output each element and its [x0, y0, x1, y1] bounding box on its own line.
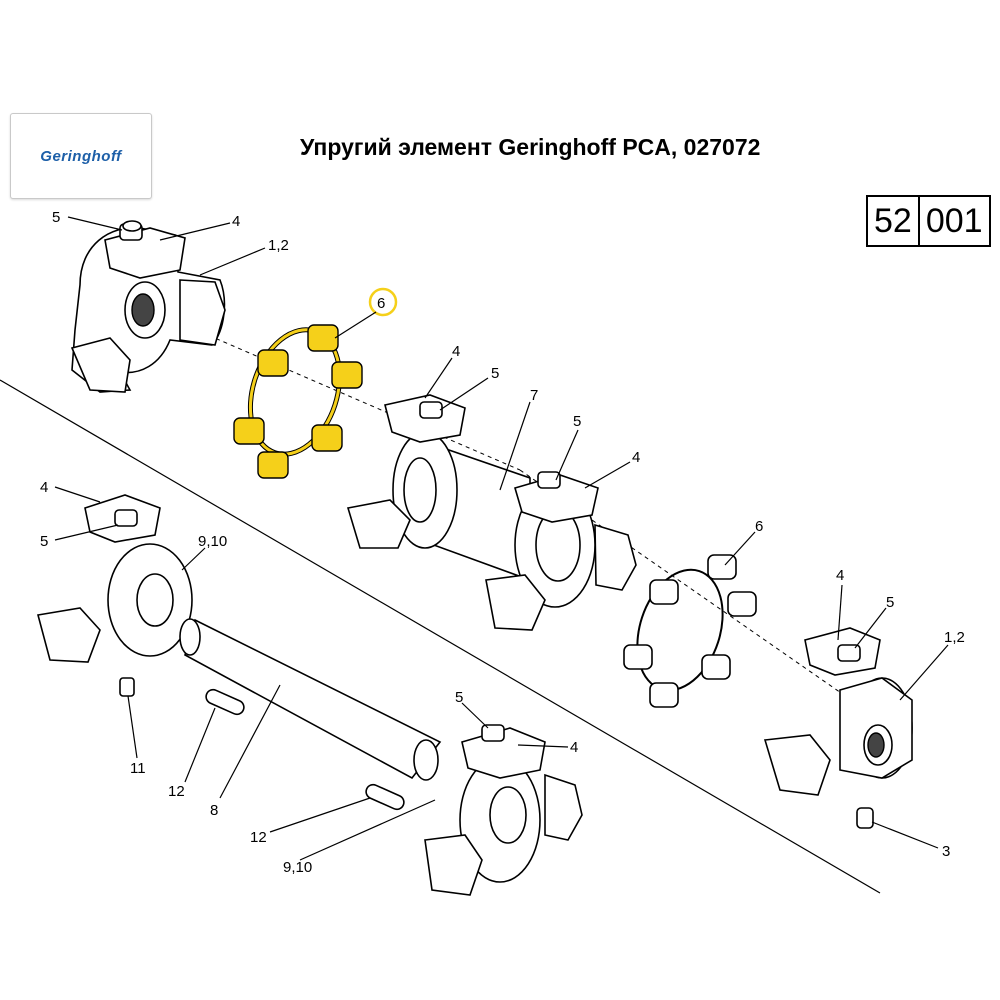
callout-label: 6	[755, 518, 763, 535]
drawing-code-right: 001	[917, 197, 989, 245]
callout-label: 8	[210, 802, 218, 819]
callout-label: 12	[168, 783, 185, 800]
coupling-hub-bottom-left	[37, 494, 193, 697]
divider-line	[0, 379, 881, 894]
key-upper	[205, 688, 245, 716]
highlight-ring	[368, 287, 398, 317]
callout-label: 5	[573, 413, 581, 430]
coupling-sleeve-middle	[346, 394, 637, 631]
callout-label: 4	[40, 479, 48, 496]
callout-label: 4	[232, 213, 240, 230]
callout-label: 5	[40, 533, 48, 550]
callout-label: 9,10	[198, 533, 227, 550]
callout-label: 12	[250, 829, 267, 846]
callout-label: 5	[52, 209, 60, 226]
callout-label: 4	[632, 449, 640, 466]
logo-text: Geringhoff	[40, 147, 122, 165]
callout-label: 7	[530, 387, 538, 404]
key-lower	[365, 783, 405, 811]
callout-label: 3	[942, 843, 950, 860]
callout-label: 5	[886, 594, 894, 611]
coupling-hub-top-left	[70, 220, 226, 393]
callout-label: 11	[130, 760, 146, 777]
drawing-code-left: 52	[874, 201, 912, 240]
page-title: Упругий элемент Geringhoff PCA, 027072	[300, 134, 761, 160]
coupling-hub-bottom-right	[763, 627, 913, 829]
coupling-hub-bottom-center	[424, 724, 583, 896]
callout-label: 5	[491, 365, 499, 382]
geringhoff-logo: Geringhoff	[10, 113, 152, 199]
callout-label: 1,2	[268, 237, 289, 254]
shaft	[179, 618, 442, 781]
callout-label: 4	[836, 567, 844, 584]
elastic-element-highlighted	[233, 324, 363, 479]
callout-label: 9,10	[283, 859, 312, 876]
elastic-element	[623, 554, 757, 708]
callout-label: 5	[455, 689, 463, 706]
callout-label: 4	[452, 343, 460, 360]
callout-label: 1,2	[944, 629, 965, 646]
drawing-code-box: 52 001	[866, 195, 991, 247]
callout-label: 4	[570, 739, 578, 756]
leader-lines	[54, 216, 949, 861]
callout-label-highlighted: 6	[377, 295, 385, 312]
